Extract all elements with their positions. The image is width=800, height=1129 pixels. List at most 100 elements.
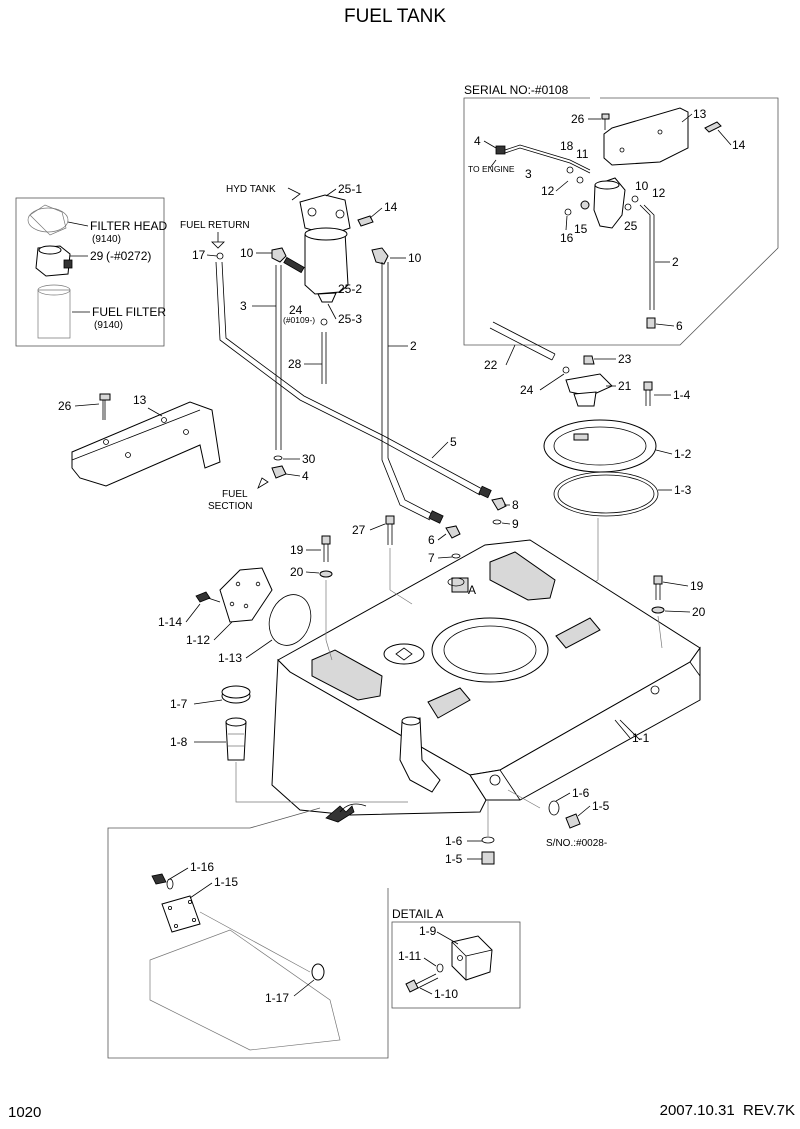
callout-3: 3	[240, 299, 247, 313]
callout-1-6-right: 1-6	[572, 786, 590, 800]
revision-date: 2007.10.31 REV.7K	[660, 1102, 795, 1119]
bolt-19-right	[653, 575, 663, 585]
bolt-14	[357, 215, 374, 227]
callout-15: 15	[574, 222, 588, 236]
tank-pad-right	[555, 617, 601, 649]
callout-12-right: 12	[652, 186, 666, 200]
callout-2: 2	[410, 339, 417, 353]
callout-1-6-bottom: 1-6	[445, 834, 463, 848]
callout-9: 9	[512, 517, 519, 531]
callout-1-4: 1-4	[673, 388, 691, 402]
o-ring-1-6-right	[548, 800, 560, 816]
callout-18: 18	[560, 139, 574, 153]
callout-25-1: 25-1	[338, 182, 362, 196]
callout-2: 2	[672, 255, 679, 269]
callout-1-5-bottom: 1-5	[445, 852, 463, 866]
filter-and-hoses-assembly: HYD TANK FUEL RETURN FUEL SECTION	[180, 182, 519, 565]
callout-16: 16	[560, 231, 574, 245]
elbow-10-right	[371, 247, 389, 265]
callout-10-left: 10	[240, 246, 254, 260]
callout-20-right: 20	[692, 605, 706, 619]
filter-head-code: (9140)	[92, 234, 121, 245]
callout-1-11: 1-11	[398, 949, 421, 963]
filter-assembly-detail	[593, 177, 626, 229]
callout-26: 26	[58, 399, 72, 413]
cover-1-2	[543, 419, 657, 473]
tank-cover-assembly: 22 23 24 21 1-4 1-2 1-3	[484, 321, 692, 641]
gasket-1-13	[268, 594, 312, 646]
callout-1-2: 1-2	[674, 447, 692, 461]
callout-19-left: 19	[290, 543, 304, 557]
callout-20-left: 20	[290, 565, 304, 579]
sender-21	[565, 373, 613, 397]
detail-a-title: DETAIL A	[392, 907, 443, 921]
hyd-tank-label: HYD TANK	[226, 184, 276, 195]
block-1-9	[451, 935, 493, 981]
callout-25-2: 25-2	[338, 282, 362, 296]
tank-pad-mid	[427, 687, 471, 719]
callout-11: 11	[576, 147, 589, 161]
serial-0028-label: S/NO.:#0028-	[546, 838, 607, 849]
callout-23: 23	[618, 352, 632, 366]
callout-29: 29	[90, 249, 104, 263]
callout-1-15: 1-15	[214, 875, 238, 889]
callout-22: 22	[484, 358, 498, 372]
bracket-13-assembly: 26 13	[58, 393, 221, 487]
fuel-tank-body-1-1: A 1-1	[271, 539, 701, 823]
fuel-filter-label: FUEL FILTER	[92, 305, 166, 319]
fitting-6-detail	[646, 317, 656, 329]
drain-plug-assembly: 1-6 1-5 S/NO.:#0028- 1-6 1-5	[445, 786, 610, 866]
callout-1-1: 1-1	[632, 731, 650, 745]
elbow-4	[271, 465, 287, 479]
serial-0109-label: (#0109-)	[283, 315, 315, 325]
view-arrow	[325, 805, 355, 823]
callout-10: 10	[635, 179, 649, 193]
filter-head-inset: FILTER HEAD (9140) 29 (-#0272) FUEL FILT…	[15, 197, 167, 347]
bolt-1-10	[405, 979, 419, 993]
washer-1-11	[436, 963, 444, 973]
callout-1-13: 1-13	[218, 651, 242, 665]
callout-1-17: 1-17	[265, 991, 289, 1005]
bolt-1-16	[151, 873, 167, 885]
lower-inset-box: 1-16 1-15 1-17	[107, 807, 389, 1059]
hyd-tank-arrow	[287, 187, 301, 201]
callout-14: 14	[384, 200, 398, 214]
callout-24: 24	[520, 383, 534, 397]
screw-23	[583, 355, 595, 365]
callout-30: 30	[302, 452, 316, 466]
callout-29-serial: (-#0272)	[106, 249, 151, 263]
bracket-13	[71, 401, 221, 487]
callout-27: 27	[352, 523, 366, 537]
gasket-1-3	[553, 471, 659, 517]
filter-head-25-1	[299, 194, 351, 236]
callout-4: 4	[302, 469, 309, 483]
fuel-return-arrow	[211, 232, 225, 249]
fitting-1-17	[311, 963, 325, 981]
callout-14: 14	[732, 138, 746, 152]
fuel-filter-code: (9140)	[94, 320, 123, 331]
bracket-13-detail	[603, 107, 689, 166]
elbow-8	[491, 497, 507, 511]
bolt-26	[99, 393, 111, 401]
o-ring-1-6-bottom	[481, 836, 495, 844]
callout-13: 13	[693, 107, 707, 121]
callout-1-8: 1-8	[170, 735, 188, 749]
callout-1-5-right: 1-5	[592, 799, 610, 813]
callout-1-16: 1-16	[190, 860, 214, 874]
callout-12-left: 12	[541, 184, 555, 198]
bolt-19-left	[321, 535, 331, 545]
callout-28: 28	[288, 357, 302, 371]
tank-pad-top	[489, 551, 556, 601]
callout-1-12: 1-12	[186, 633, 210, 647]
bolt-1-14	[195, 591, 211, 603]
callout-6: 6	[428, 533, 435, 547]
callout-4: 4	[474, 134, 481, 148]
callout-1-10: 1-10	[434, 987, 458, 1001]
strainer-1-8	[225, 721, 247, 761]
callout-24: 24	[289, 303, 303, 317]
callout-13: 13	[133, 393, 147, 407]
tank-drain-elbow	[399, 717, 441, 793]
callout-26: 26	[571, 112, 585, 126]
plug-1-5-bottom	[481, 851, 495, 865]
serial-detail-box: SERIAL NO:-#0108 26 13 14 4 TO ENGINE	[463, 83, 779, 346]
